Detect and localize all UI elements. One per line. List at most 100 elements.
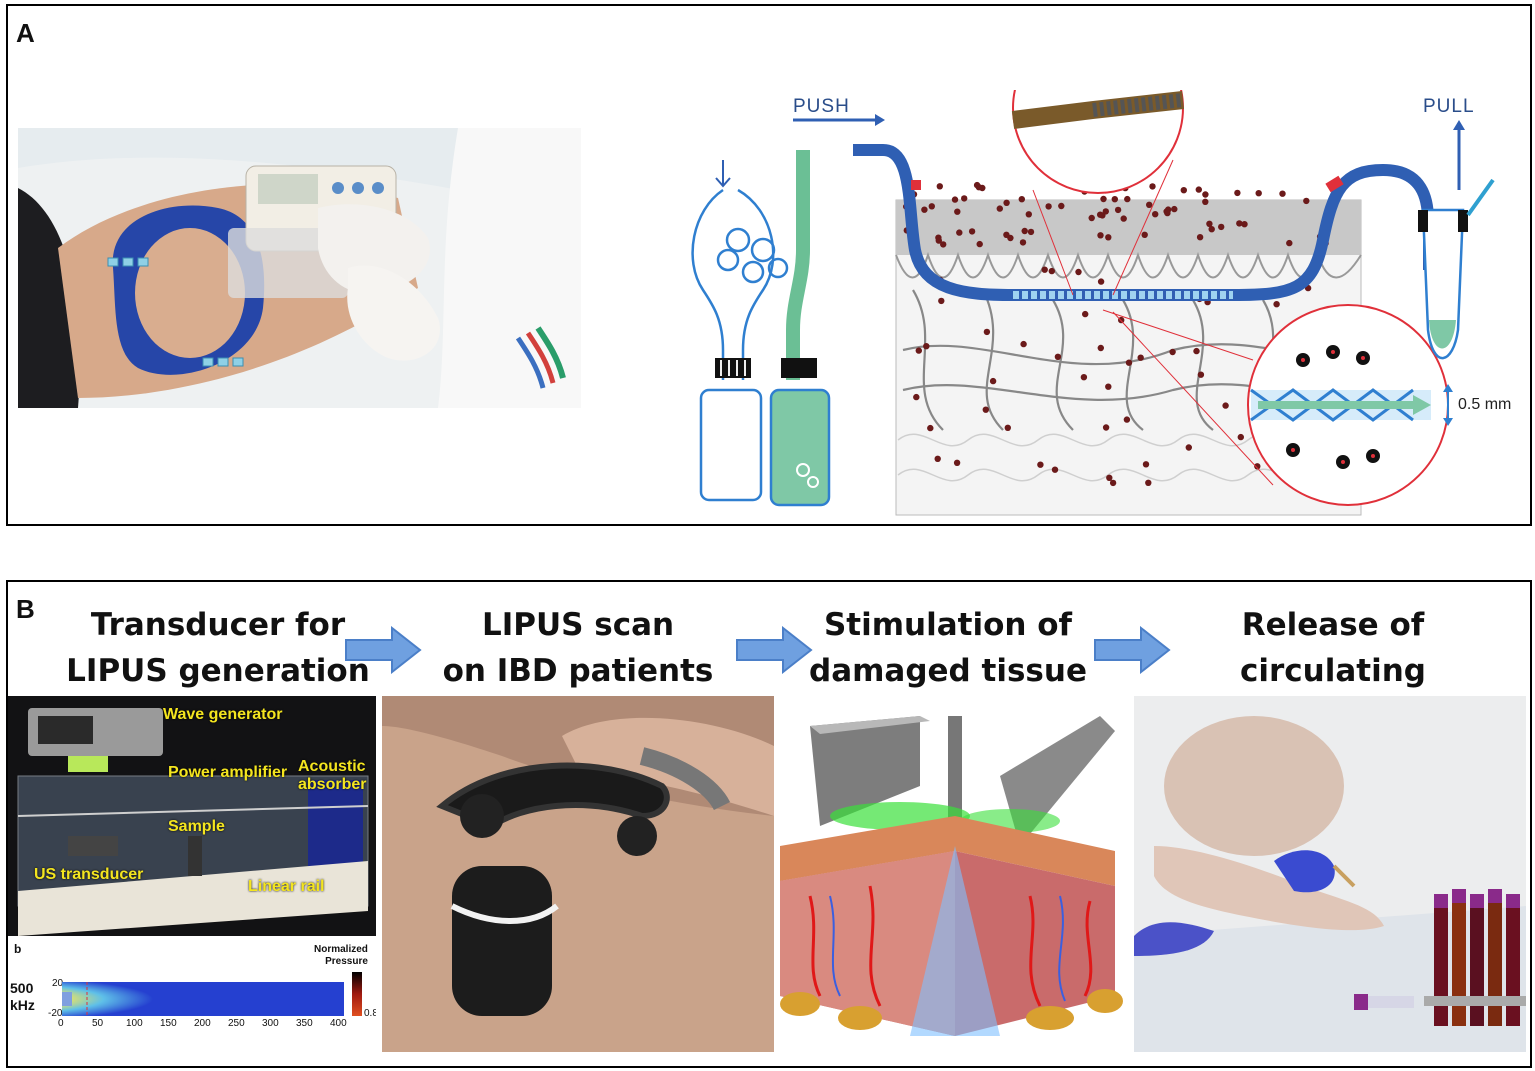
particle-dot: [1106, 474, 1113, 481]
x-tick-label: 300: [262, 1018, 279, 1029]
lipus-scan-photo: [382, 696, 774, 1052]
particle-dot: [1123, 416, 1131, 423]
pull-label: PULL: [1423, 96, 1475, 117]
device-on-arm-photo: [18, 128, 581, 408]
wave-generator-label: Wave generator: [163, 706, 283, 723]
particle-dot: [1109, 479, 1117, 487]
particle-dot: [1196, 234, 1204, 241]
colorbar-title: Normalized Pressure: [314, 944, 368, 967]
particle-dot: [1054, 353, 1062, 360]
particle-dot: [1080, 374, 1088, 381]
frequency-label: 500 kHz: [10, 980, 35, 1013]
particle-dot: [1018, 196, 1025, 203]
particle-dot: [982, 406, 989, 413]
tissue-stimulation-illustration: [780, 696, 1130, 1052]
particle-dot: [1222, 402, 1229, 409]
x-tick-label: 0: [58, 1018, 64, 1029]
particle-dot: [1145, 479, 1152, 486]
particle-dot: [1097, 232, 1104, 239]
particle-dot: [1020, 340, 1027, 348]
pressure-field: [62, 982, 344, 1016]
particle-dot: [1097, 278, 1105, 285]
particle-dot: [968, 228, 976, 235]
particle-dot: [1137, 354, 1144, 361]
sample-label: Sample: [168, 818, 225, 835]
particle-dot: [1111, 196, 1118, 203]
particle-dot: [1041, 266, 1048, 273]
particle-dot: [1202, 191, 1209, 198]
y-tick-bottom: -20: [48, 1008, 63, 1019]
particle-dot: [1202, 198, 1209, 205]
particle-dot: [1025, 211, 1032, 218]
panel-a: A: [6, 4, 1532, 526]
pressure-map-sublabel: b: [14, 942, 22, 956]
particle-dot: [1141, 231, 1148, 238]
particle-dot: [1058, 202, 1065, 210]
linear-rail-label: Linear rail: [248, 878, 325, 895]
particle-dot: [1164, 209, 1171, 217]
particle-dot: [1206, 220, 1213, 227]
particle-dot: [956, 229, 963, 236]
particle-dot: [983, 328, 991, 336]
x-tick-label: 100: [126, 1018, 143, 1029]
power-amplifier-label: Power amplifier: [168, 764, 288, 781]
particle-dot: [1088, 214, 1095, 222]
particle-dot: [951, 196, 959, 203]
particle-dot: [1193, 347, 1200, 355]
particle-dot: [928, 203, 935, 210]
particle-dot: [938, 297, 945, 305]
x-tick-label: 200: [194, 1018, 211, 1029]
step-3-heading: Stimulation of damaged tissue: [809, 607, 1087, 689]
particle-dot: [1114, 206, 1122, 214]
particle-dot: [1195, 186, 1202, 193]
particle-dot: [1125, 359, 1133, 366]
particle-dot: [1234, 189, 1241, 197]
particle-dot: [1237, 433, 1244, 441]
particle-dot: [989, 377, 997, 385]
particle-dot: [1286, 239, 1293, 247]
x-tick-label: 400: [330, 1018, 347, 1029]
x-tick-label: 350: [296, 1018, 313, 1029]
particle-dot: [1218, 223, 1225, 231]
arrow-right-icon: [736, 626, 813, 674]
lipus-setup-photo: Wave generator Power amplifier Acoustic …: [8, 696, 376, 936]
panel-b-label: B: [16, 594, 35, 624]
particle-dot: [936, 183, 943, 190]
particle-dot: [1279, 190, 1286, 197]
colorbar-value: 0.8: [364, 1008, 376, 1019]
particle-dot: [1037, 461, 1044, 468]
particle-dot: [1197, 371, 1205, 378]
particle-dot: [1051, 466, 1059, 473]
colorbar: [352, 972, 362, 1016]
panel-b: B Transducer for LIPUS generation LIPUS …: [6, 580, 1532, 1068]
us-transducer-label: US transducer: [34, 866, 144, 883]
particle-dot: [973, 181, 981, 189]
panel-a-label: A: [16, 18, 35, 48]
x-tick-label: 50: [92, 1018, 104, 1029]
particle-dot: [934, 455, 941, 462]
particle-dot: [927, 424, 934, 432]
particle-dot: [1004, 424, 1011, 431]
particle-dot: [1100, 195, 1107, 203]
particle-dot: [1019, 239, 1027, 246]
particle-dot: [940, 241, 947, 248]
particle-dot: [961, 195, 968, 202]
particle-dot: [1236, 220, 1243, 227]
x-tick-label: 250: [228, 1018, 245, 1029]
particle-dot: [1097, 211, 1104, 218]
particle-dot: [921, 206, 928, 213]
particle-dot: [923, 343, 930, 350]
particle-dot: [1102, 424, 1110, 431]
particle-dot: [953, 459, 961, 466]
particle-dot: [1003, 231, 1010, 238]
particle-dot: [1273, 301, 1280, 308]
particle-dot: [1185, 444, 1192, 451]
particle-dot: [1171, 205, 1178, 213]
particle-dot: [954, 208, 961, 215]
particle-dot: [1169, 348, 1176, 356]
particle-dot: [1075, 268, 1082, 276]
particle-dot: [1102, 208, 1109, 215]
particle-dot: [1146, 201, 1153, 208]
particle-dot: [1045, 203, 1052, 210]
particle-dot: [1149, 183, 1156, 190]
